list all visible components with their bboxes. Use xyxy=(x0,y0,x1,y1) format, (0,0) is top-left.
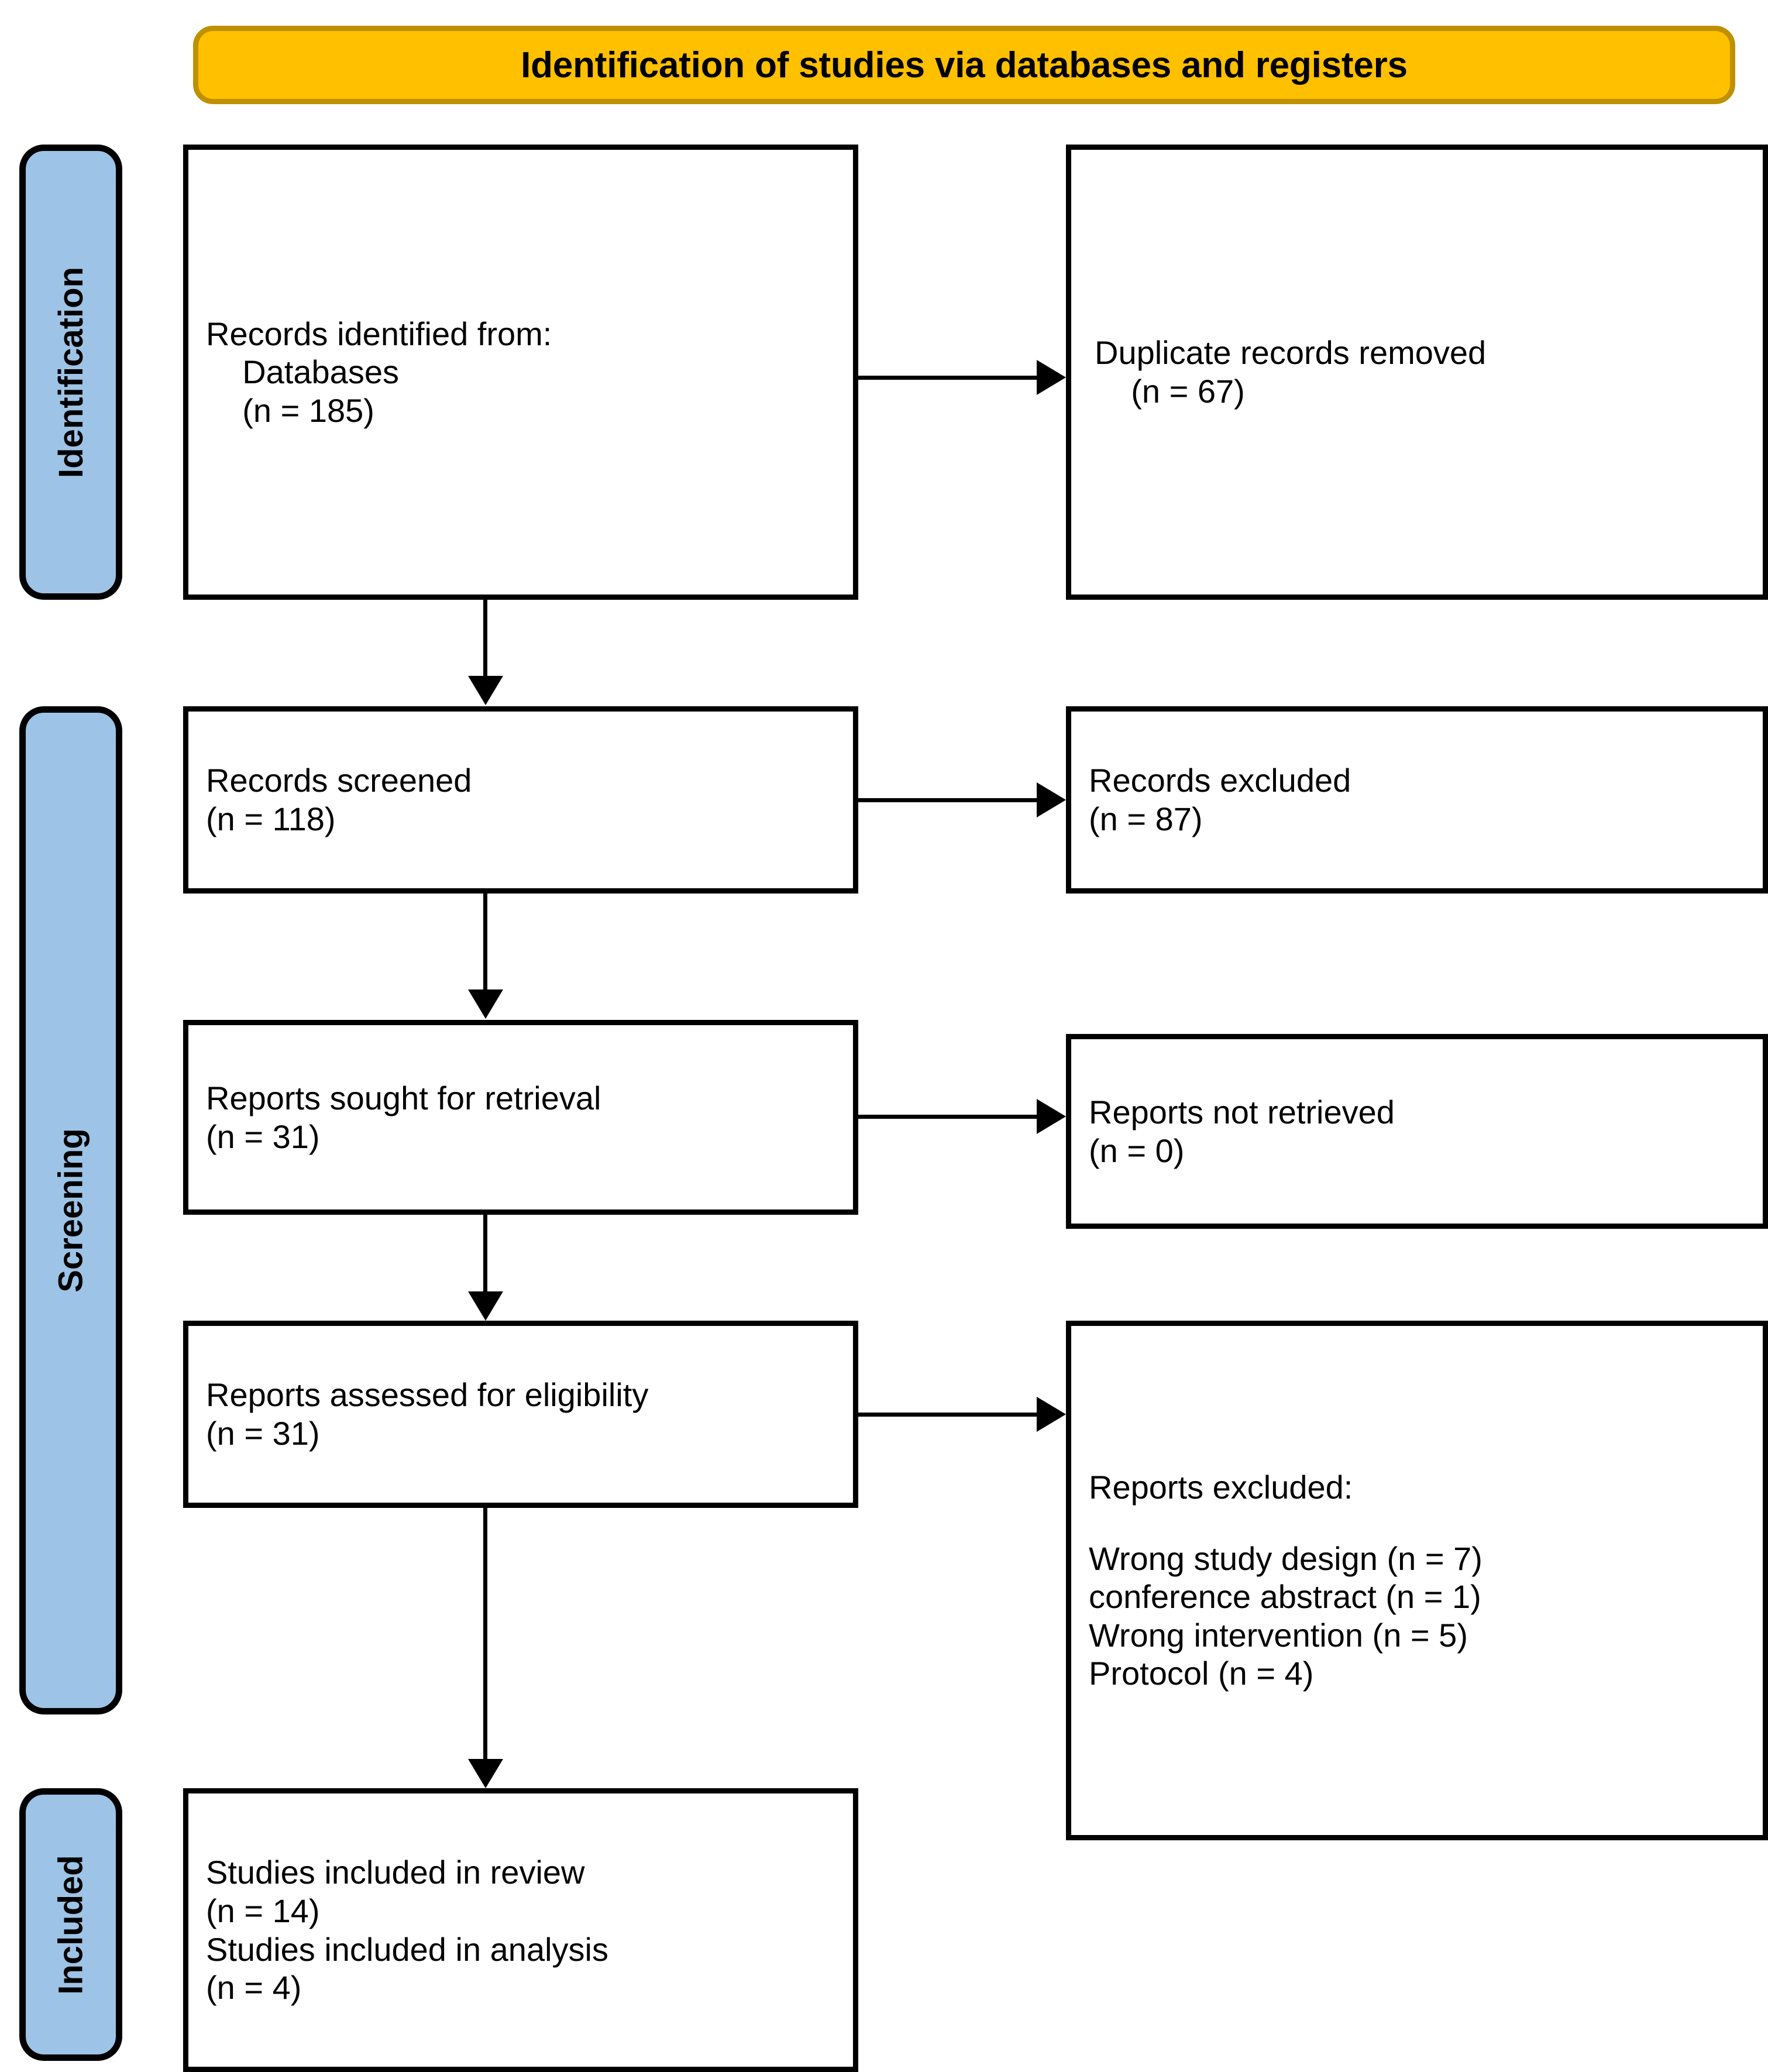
arrow-identified-to-duplicates-head xyxy=(1037,360,1066,395)
stage-label-screening: Screening xyxy=(19,706,122,1714)
studies-included-line4: (n = 4) xyxy=(206,1969,302,2006)
arrow-identified-to-screened-line xyxy=(483,600,487,676)
reports-excluded-reason-1: Wrong study design (n = 7) xyxy=(1089,1540,1482,1577)
stage-label-screening-text: Screening xyxy=(51,1128,90,1293)
box-reports-sought-for-retrieval: Reports sought for retrieval (n = 31) xyxy=(183,1020,858,1215)
reports-assessed-line1: Reports assessed for eligibility xyxy=(206,1376,649,1414)
reports-assessed-line2: (n = 31) xyxy=(206,1415,320,1452)
arrow-screened-to-sought-line xyxy=(483,894,487,989)
stage-label-identification: Identification xyxy=(19,145,122,600)
records-screened-line2: (n = 118) xyxy=(206,800,336,837)
diagram-title: Identification of studies via databases … xyxy=(521,44,1408,85)
arrow-identified-to-duplicates-line xyxy=(858,376,1037,380)
duplicates-removed-line1: Duplicate records removed xyxy=(1095,334,1487,372)
stage-label-identification-text: Identification xyxy=(51,266,90,478)
records-screened-line1: Records screened xyxy=(206,762,472,799)
box-reports-excluded-reasons: Reports excluded: Wrong study design (n … xyxy=(1066,1321,1768,1840)
arrow-sought-to-assessed-line xyxy=(483,1215,487,1291)
reports-not-retrieved-line1: Reports not retrieved xyxy=(1089,1093,1395,1131)
studies-included-line1: Studies included in review xyxy=(206,1854,585,1891)
box-records-screened: Records screened (n = 118) xyxy=(183,706,858,894)
arrow-assessed-to-excluded-line xyxy=(858,1413,1037,1417)
arrow-assessed-to-included-head xyxy=(468,1759,503,1788)
stage-label-included: Included xyxy=(19,1788,122,2061)
records-excluded-line1: Records excluded xyxy=(1089,762,1351,799)
studies-included-line2: (n = 14) xyxy=(206,1892,320,1929)
arrow-assessed-to-excluded-head xyxy=(1037,1397,1066,1432)
reports-excluded-reason-2: conference abstract (n = 1) xyxy=(1089,1578,1481,1616)
records-excluded-line2: (n = 87) xyxy=(1089,800,1203,837)
box-reports-assessed-for-eligibility: Reports assessed for eligibility (n = 31… xyxy=(183,1321,858,1508)
records-identified-line3: (n = 185) xyxy=(206,391,374,429)
arrow-screened-to-sought-head xyxy=(468,989,503,1019)
reports-excluded-heading: Reports excluded: xyxy=(1089,1469,1353,1506)
arrow-sought-to-not-retrieved-line xyxy=(858,1115,1037,1119)
box-studies-included: Studies included in review (n = 14) Stud… xyxy=(183,1788,858,2072)
arrow-sought-to-assessed-head xyxy=(468,1291,503,1321)
reports-sought-line1: Reports sought for retrieval xyxy=(206,1079,601,1116)
records-identified-line1: Records identified from: xyxy=(206,315,552,352)
reports-excluded-reason-4: Protocol (n = 4) xyxy=(1089,1655,1314,1692)
box-records-identified: Records identified from: Databases (n = … xyxy=(183,145,858,600)
records-identified-line2: Databases xyxy=(206,353,399,391)
arrow-identified-to-screened-head xyxy=(468,676,503,705)
stage-label-included-text: Included xyxy=(51,1854,90,1995)
duplicates-removed-line2: (n = 67) xyxy=(1095,373,1245,410)
diagram-header-banner: Identification of studies via databases … xyxy=(193,26,1735,104)
reports-not-retrieved-line2: (n = 0) xyxy=(1089,1132,1185,1169)
arrow-sought-to-not-retrieved-head xyxy=(1037,1099,1066,1134)
studies-included-line3: Studies included in analysis xyxy=(206,1930,608,1968)
arrow-screened-to-excluded-line xyxy=(858,798,1037,802)
arrow-assessed-to-included-line xyxy=(483,1508,487,1759)
reports-sought-line2: (n = 31) xyxy=(206,1118,320,1155)
box-records-excluded: Records excluded (n = 87) xyxy=(1066,706,1768,894)
reports-excluded-reason-3: Wrong intervention (n = 5) xyxy=(1089,1616,1468,1654)
box-reports-not-retrieved: Reports not retrieved (n = 0) xyxy=(1066,1034,1768,1229)
box-duplicate-records-removed: Duplicate records removed (n = 67) xyxy=(1066,145,1768,600)
arrow-screened-to-excluded-head xyxy=(1037,782,1066,817)
